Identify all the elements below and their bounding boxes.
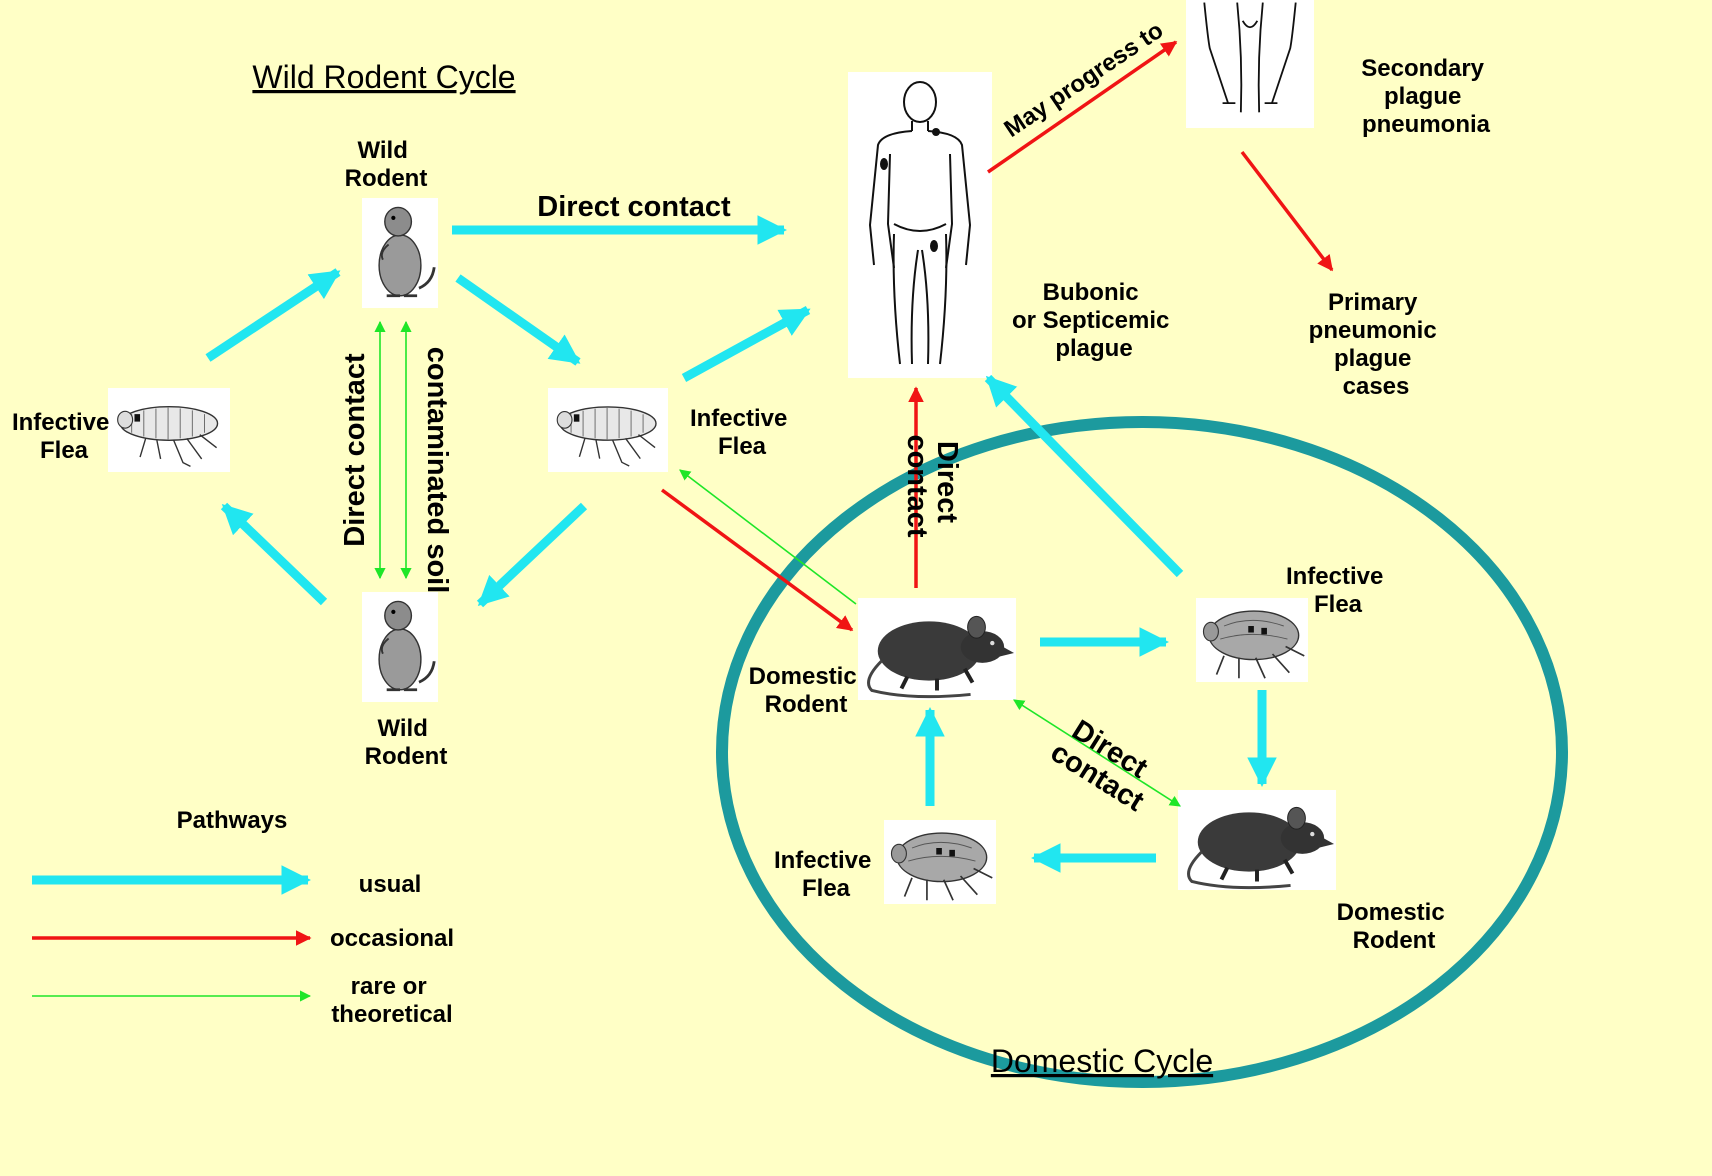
wild-rodent-top-node	[362, 198, 438, 308]
arrow-domestic-flea-to-human	[988, 378, 1180, 574]
flea-domestic-right-node	[1196, 598, 1308, 682]
flea-domestic-bottom-node	[884, 820, 996, 904]
wild-rodent-top-label: Wild Rodent	[345, 137, 428, 192]
legend-usual-label: usual	[359, 871, 422, 898]
domestic-rodent-left-label: Domestic Rodent	[749, 663, 864, 718]
human-legs-node	[1186, 0, 1314, 128]
flea-domestic-bottom-label: Infective Flea	[774, 847, 878, 902]
secondary-label: Secondary plague pneumonia	[1361, 55, 1490, 138]
domestic-cycle-title: Domestic Cycle	[991, 1043, 1213, 1079]
may-progress-label: May progress to	[999, 17, 1168, 143]
direct-contact-vertical-label: Direct contact	[339, 353, 371, 547]
domestic-rodent-right-node	[1178, 790, 1336, 890]
primary-label: Primary pneumonic plague cases	[1309, 289, 1444, 400]
arrow-secondary-to-primary	[1242, 152, 1332, 270]
flea-left-node	[108, 388, 230, 472]
human-node	[848, 72, 992, 378]
contaminated-soil-label: contaminated soil	[421, 347, 453, 594]
direct-contact-domestic-label: Direct contact	[1045, 711, 1166, 818]
arrow-wild-rodent-to-flea-left	[224, 506, 324, 602]
legend-rare-label: rare or theoretical	[331, 973, 452, 1028]
legend-title: Pathways	[177, 807, 288, 834]
arrow-may-progress	[988, 42, 1176, 172]
bubonic-label: Bubonic or Septicemic plague	[1012, 279, 1176, 362]
arrow-flea-to-wild-rodent-bottom	[480, 506, 584, 604]
domestic-rodent-left-node	[858, 598, 1016, 700]
wild-cycle-title: Wild Rodent Cycle	[252, 59, 515, 95]
rare-pathways	[380, 322, 1180, 806]
flea-center-node	[548, 388, 668, 472]
legend: Pathways usual occasional rare or theore…	[32, 807, 454, 1028]
flea-center-label: Infective Flea	[690, 405, 794, 460]
flea-left-label: Infective Flea	[12, 409, 116, 464]
arrow-wild-rodent-to-flea	[458, 278, 578, 362]
legend-occasional-label: occasional	[330, 925, 454, 952]
wild-rodent-bottom-node	[362, 592, 438, 702]
arrow-flea-to-wild-rodent	[208, 272, 338, 358]
direct-contact-label: Direct contact	[537, 191, 731, 223]
wild-rodent-bottom-label: Wild Rodent	[365, 715, 448, 770]
domestic-rodent-right-label: Domestic Rodent	[1337, 899, 1452, 954]
arrow-flea-to-human	[684, 310, 808, 378]
direct-contact-rodent-human-label: Direct contact	[901, 434, 963, 537]
